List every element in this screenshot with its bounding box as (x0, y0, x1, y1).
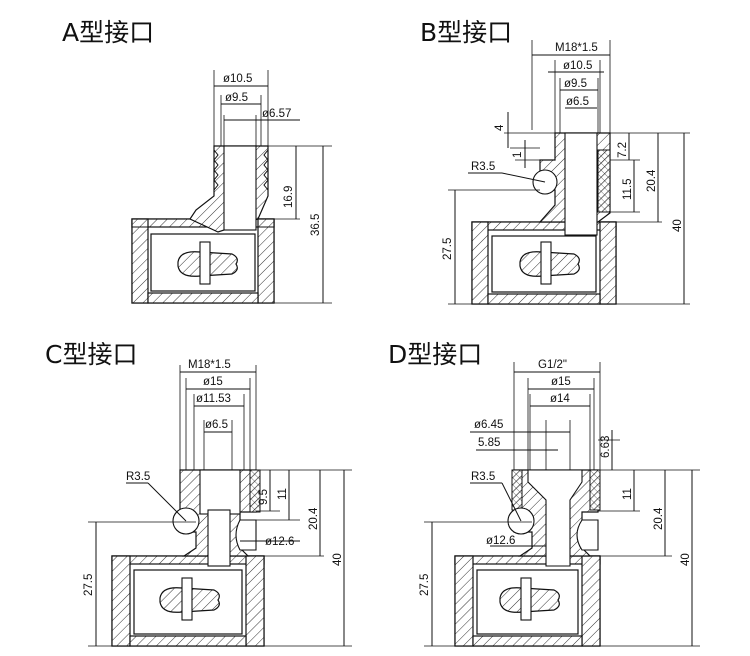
panel-a-dims: ø10.5 ø9.5 ø6.57 16.9 36.5 (213, 70, 332, 304)
panel-c: C型接口 M18*1.5 (45, 340, 352, 647)
dim-a-d1: ø10.5 (223, 73, 252, 85)
dim-c-d65: ø6.5 (205, 419, 228, 431)
dim-b-v115: 11.5 (622, 178, 634, 200)
dim-b-d3: ø6.5 (566, 96, 589, 108)
panel-b-title: B型接口 (420, 18, 512, 47)
dim-d-d15: ø15 (551, 376, 571, 388)
dim-b-v72: 7.2 (617, 142, 629, 158)
dim-b-v275: 27.5 (442, 238, 454, 260)
dim-d-v275: 27.5 (419, 574, 431, 596)
panel-c-dims: M18*1.5 ø15 ø11.53 ø6.5 R3.5 (83, 359, 352, 647)
dim-d-v11: 11 (622, 488, 634, 500)
dim-d-r: R3.5 (471, 471, 495, 483)
panel-c-stem (172, 469, 261, 567)
panel-d-title: D型接口 (388, 340, 482, 369)
dim-c-d15: ø15 (203, 376, 223, 388)
dim-b-v40: 40 (672, 219, 684, 232)
dim-c-v204: 20.4 (308, 507, 320, 530)
panel-d-rotor (499, 577, 560, 621)
dim-d-v585: 5.85 (478, 437, 500, 449)
panel-d-dims: G1/2" ø15 ø14 ø6.45 5.85 R3.5 ø12.6 (419, 359, 700, 647)
panel-d: D型接口 G1/2" (388, 340, 700, 647)
panel-b-rotor (519, 241, 580, 285)
dim-c-d126: ø12.6 (265, 536, 294, 548)
panel-d-stem (507, 469, 601, 567)
dim-b-d1: ø10.5 (563, 60, 592, 72)
panel-b-dims: M18*1.5 ø10.5 ø9.5 ø6.5 4 1 R3.5 (442, 40, 690, 305)
panel-a: A型接口 (62, 18, 332, 304)
dim-c-d1153: ø11.53 (196, 393, 231, 405)
dim-d-g: G1/2" (538, 359, 567, 371)
dim-c-v95: 9.5 (258, 489, 270, 505)
dim-d-d645: ø6.45 (474, 419, 503, 431)
dim-b-v204: 20.4 (646, 169, 658, 192)
dim-b-m: M18*1.5 (555, 42, 598, 54)
dim-d-d14: ø14 (550, 393, 570, 405)
panel-c-rotor (159, 577, 220, 621)
dim-a-d2: ø9.5 (225, 92, 248, 104)
dim-b-v4: 4 (494, 124, 506, 131)
dim-a-h1: 16.9 (283, 186, 295, 208)
dim-b-r: R3.5 (471, 161, 495, 173)
dim-d-d126: ø12.6 (486, 535, 515, 547)
dim-b-v1: 1 (512, 152, 524, 158)
dim-d-v204: 20.4 (653, 507, 665, 530)
dim-c-r: R3.5 (126, 471, 150, 483)
dim-c-v40: 40 (332, 553, 344, 566)
panel-a-rotor (177, 241, 238, 285)
panel-b-stem (532, 132, 611, 236)
panel-a-title: A型接口 (62, 18, 154, 47)
panel-c-title: C型接口 (45, 340, 137, 369)
dim-d-v40: 40 (680, 553, 692, 566)
dim-c-m: M18*1.5 (188, 359, 231, 371)
dim-c-v275: 27.5 (83, 574, 95, 596)
dim-a-d3: ø6.57 (262, 108, 291, 120)
dim-b-d2: ø9.5 (564, 78, 587, 90)
dim-d-v663: 6.63 (600, 436, 612, 458)
dim-c-v11: 11 (277, 488, 289, 500)
panel-a-stem (189, 145, 269, 233)
dim-a-h2: 36.5 (310, 214, 322, 236)
panel-b: B型接口 M18*1.5 ø10.5 (420, 18, 690, 305)
